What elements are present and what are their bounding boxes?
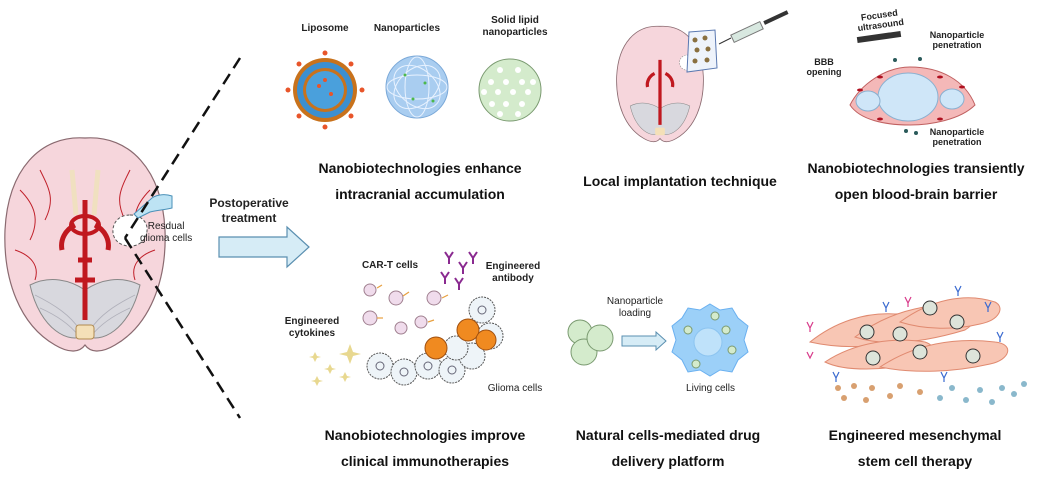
sln-label: Solid lipid nanoparticles bbox=[470, 15, 560, 39]
bbb-caption-line1: Nanobiotechnologies transiently bbox=[807, 160, 1025, 176]
engineered-antibody-label: Engineered antibody bbox=[483, 261, 543, 285]
immuno-caption-line1: Nanobiotechnologies improve bbox=[324, 427, 526, 443]
residual-label-line2: glioma cells bbox=[140, 233, 193, 244]
cells-caption-line2: delivery platform bbox=[611, 453, 725, 469]
nanoparticle-loading-label: Nanoparticle loading bbox=[600, 296, 670, 320]
immuno-caption-line2: clinical immunotherapies bbox=[340, 453, 510, 469]
nanoparticle-icon bbox=[385, 55, 449, 119]
ultrasound-transducer-icon bbox=[856, 30, 902, 44]
surgical-glove-icon bbox=[133, 194, 173, 219]
np-penetration-bottom-label: Nanoparticle penetration bbox=[922, 127, 992, 147]
loading-arrow-icon bbox=[621, 330, 667, 352]
np-top-line1: Nanoparticle bbox=[929, 30, 985, 40]
living-cell-icon bbox=[671, 303, 749, 377]
loaded-nanoparticles-icon bbox=[567, 319, 614, 366]
cytokines-line2: cytokines bbox=[288, 328, 336, 339]
nano-caption-line2: intracranial accumulation bbox=[335, 186, 505, 202]
bbb-opening-label: BBB opening bbox=[806, 57, 842, 77]
bbb-caption: Nanobiotechnologies transiently open blo… bbox=[800, 155, 1032, 207]
msc-caption-line1: Engineered mesenchymal bbox=[828, 427, 1002, 443]
antibody-line1: Engineered bbox=[485, 261, 541, 272]
antibody-line2: antibody bbox=[492, 273, 534, 284]
cells-caption: Natural cells-mediated drug delivery pla… bbox=[558, 422, 778, 474]
engineered-cytokines-label: Engineered cytokines bbox=[282, 316, 342, 340]
liposome-label: Liposome bbox=[301, 23, 349, 34]
implant-wafer-icon bbox=[686, 29, 718, 73]
np-penetration-top-label: Nanoparticle penetration bbox=[922, 30, 992, 50]
np-bottom-line2: penetration bbox=[932, 137, 982, 147]
cells-caption-line1: Natural cells-mediated drug bbox=[575, 427, 761, 443]
mesenchymal-stem-cells-icon bbox=[806, 285, 1008, 382]
nanoparticles-label: Nanoparticles bbox=[373, 23, 441, 34]
immuno-caption: Nanobiotechnologies improve clinical imm… bbox=[305, 422, 545, 474]
bbb-caption-line2: open blood-brain barrier bbox=[834, 186, 998, 202]
residual-label-line1: Resdual bbox=[147, 221, 185, 232]
sln-label-line2: nanoparticles bbox=[482, 27, 548, 38]
cytokines-line1: Engineered bbox=[284, 316, 340, 327]
nano-caption-line1: Nanobiotechnologies enhance bbox=[318, 160, 522, 176]
solid-lipid-nanoparticle-icon bbox=[478, 58, 542, 122]
sln-label-line1: Solid lipid bbox=[491, 15, 539, 26]
living-cells-label: Living cells bbox=[686, 383, 735, 394]
glioma-cells-icon bbox=[366, 296, 504, 386]
cytokine-stars-icon bbox=[309, 344, 361, 386]
liposome-icon bbox=[285, 50, 365, 130]
cart-cell-icons bbox=[362, 283, 449, 335]
postoperative-treatment-label: Postoperative treatment bbox=[205, 196, 293, 226]
glioma-cells-label: Glioma cells bbox=[487, 383, 543, 394]
secreted-vesicles-icon bbox=[835, 381, 1027, 405]
brain-illustration bbox=[4, 137, 166, 352]
loading-line1: Nanoparticle bbox=[606, 296, 664, 307]
msc-caption-line2: stem cell therapy bbox=[857, 453, 973, 469]
bbb-line1: BBB bbox=[814, 57, 834, 67]
bbb-line2: opening bbox=[806, 67, 842, 77]
arrow-label-line2: treatment bbox=[221, 211, 277, 225]
blood-vessel-icon bbox=[849, 57, 976, 135]
arrow-label-line1: Postoperative bbox=[209, 196, 289, 210]
msc-caption: Engineered mesenchymal stem cell therapy bbox=[805, 422, 1025, 474]
implant-caption: Local implantation technique bbox=[583, 173, 777, 189]
antibody-icons bbox=[440, 251, 478, 290]
np-top-line2: penetration bbox=[932, 40, 982, 50]
nano-caption: Nanobiotechnologies enhance intracranial… bbox=[300, 155, 540, 207]
syringe-icon bbox=[718, 10, 789, 45]
loading-line2: loading bbox=[618, 308, 652, 319]
residual-glioma-label: Resdual glioma cells bbox=[140, 221, 192, 245]
treatment-arrow-icon bbox=[218, 225, 310, 269]
cart-cells-label: CAR-T cells bbox=[361, 260, 419, 271]
np-bottom-line1: Nanoparticle bbox=[929, 127, 985, 137]
